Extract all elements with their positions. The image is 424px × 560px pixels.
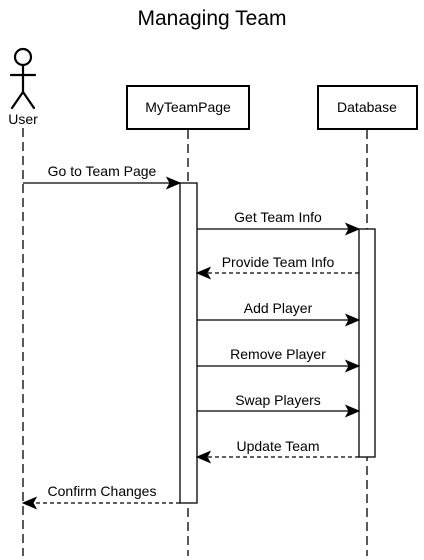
myteampage-activation-bar bbox=[179, 182, 198, 504]
message-confirm-changes: Confirm Changes bbox=[21, 483, 180, 510]
message-update-team: Update Team bbox=[195, 438, 359, 464]
message-swap-players: Swap Players bbox=[197, 392, 361, 418]
message-label: Update Team bbox=[236, 438, 319, 454]
database-participant-box: Database bbox=[317, 85, 418, 130]
arrowhead-icon bbox=[21, 496, 38, 510]
message-label: Go to Team Page bbox=[48, 163, 157, 179]
message-provide-team-info: Provide Team Info bbox=[195, 254, 359, 280]
diagram-title: Managing Team bbox=[137, 7, 286, 30]
myteampage-participant-box: MyTeamPage bbox=[126, 85, 250, 130]
arrowhead-icon bbox=[344, 222, 361, 236]
user-actor-icon bbox=[9, 47, 37, 110]
database-activation-bar bbox=[358, 228, 376, 458]
arrowhead-icon bbox=[195, 450, 212, 464]
arrowhead-icon bbox=[344, 359, 361, 373]
myteampage-participant-label: MyTeamPage bbox=[145, 99, 231, 115]
message-remove-player: Remove Player bbox=[197, 346, 361, 373]
database-participant-label: Database bbox=[337, 99, 397, 115]
message-label: Confirm Changes bbox=[48, 483, 157, 499]
message-go-to-team-page: Go to Team Page bbox=[23, 163, 182, 190]
message-label: Swap Players bbox=[235, 392, 321, 408]
message-label: Get Team Info bbox=[234, 209, 322, 225]
arrowhead-icon bbox=[344, 404, 361, 418]
arrowhead-icon bbox=[195, 266, 212, 280]
user-participant-label: User bbox=[8, 111, 38, 127]
message-add-player: Add Player bbox=[197, 300, 361, 327]
message-label: Remove Player bbox=[230, 346, 326, 362]
arrowhead-icon bbox=[344, 313, 361, 327]
message-label: Add Player bbox=[244, 300, 313, 316]
message-label: Provide Team Info bbox=[222, 254, 335, 270]
arrowhead-icon bbox=[165, 176, 182, 190]
message-get-team-info: Get Team Info bbox=[197, 209, 361, 236]
